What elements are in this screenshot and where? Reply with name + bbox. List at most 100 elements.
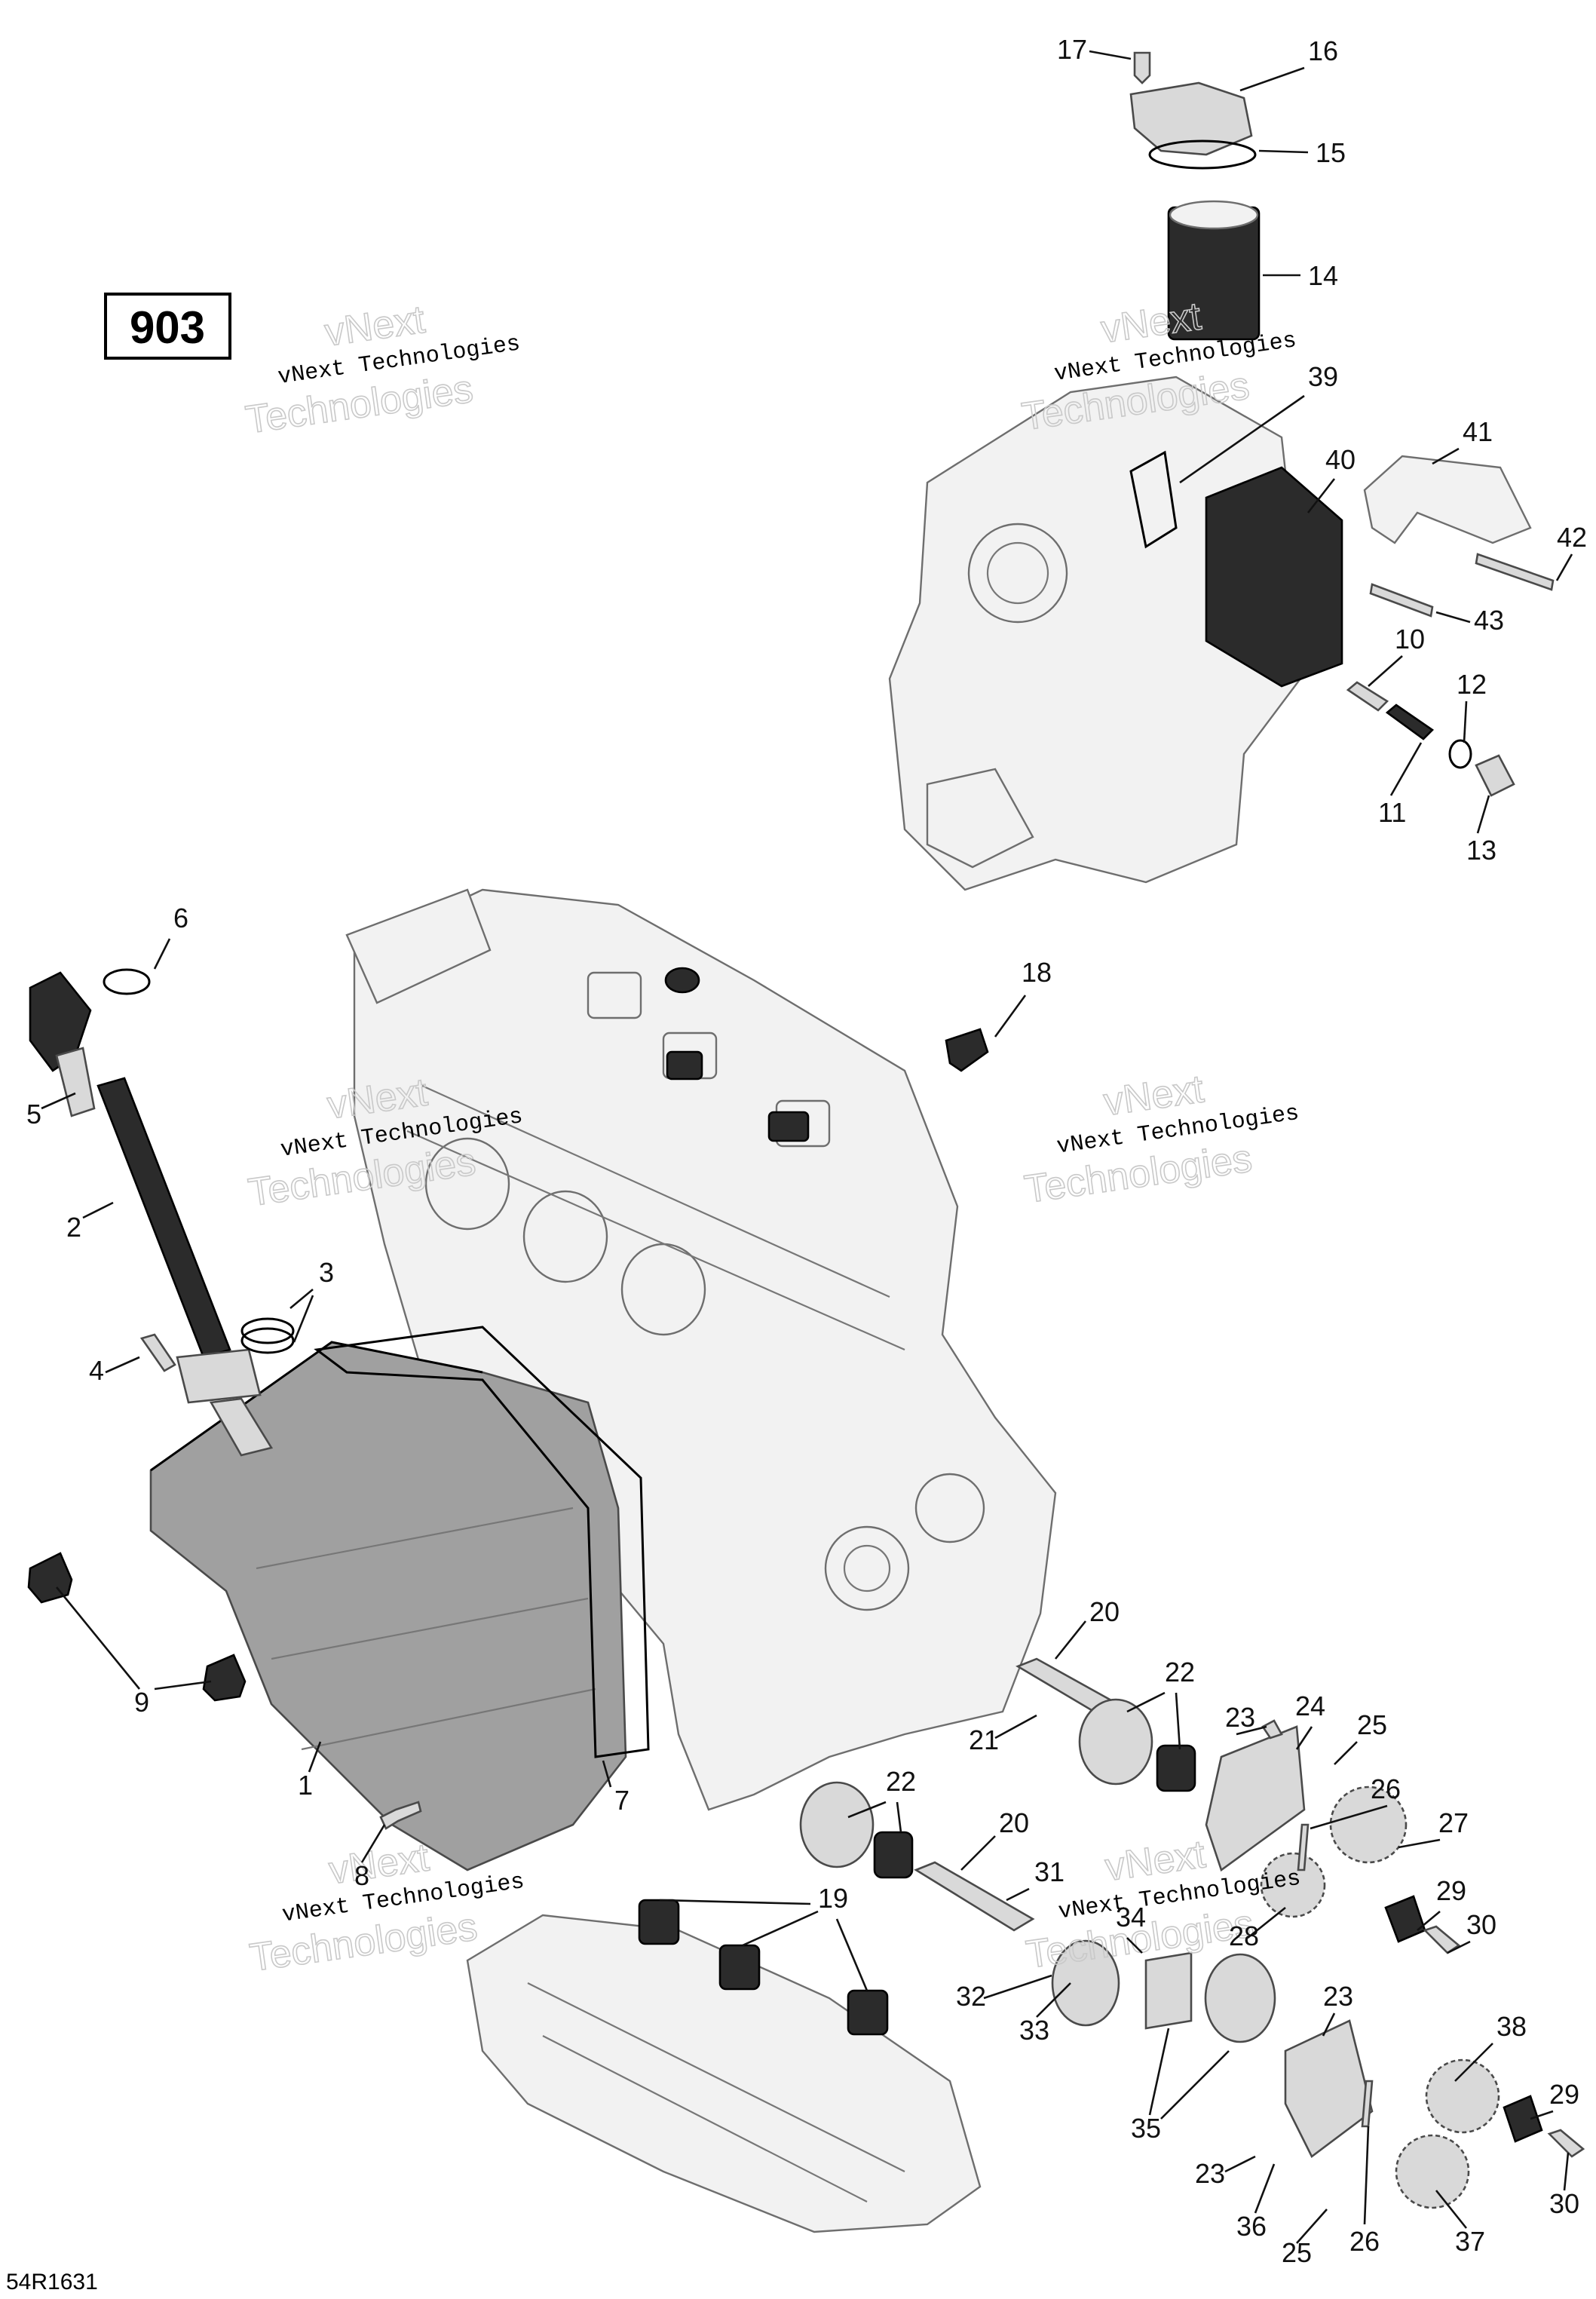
- leader-line: [994, 995, 1027, 1038]
- callout-number: 11: [1378, 797, 1406, 828]
- callout-27: 27: [1398, 1807, 1469, 1849]
- leader-line: [994, 1714, 1037, 1740]
- leader-line: [835, 1918, 868, 1991]
- leader-line: [41, 1092, 76, 1110]
- leader-line: [847, 1801, 887, 1819]
- leader-line: [153, 938, 171, 970]
- dipstick-assembly: [29, 971, 274, 1457]
- watermark-mid-right: vNext vNext Technologies Technologies: [1022, 1066, 1301, 1212]
- callout-14: 14: [1263, 260, 1338, 291]
- callout-number: 39: [1308, 361, 1338, 392]
- callout-36: 36: [1236, 2163, 1276, 2242]
- oil-filter-housing: [888, 376, 1313, 891]
- callout-20: 20: [960, 1807, 1029, 1871]
- watermark-top-left: vNext vNext Technologies Technologies: [243, 297, 522, 443]
- ring-12: [1448, 739, 1472, 769]
- leader-line: [55, 1586, 141, 1690]
- leader-line: [1322, 2012, 1336, 2037]
- leader-line: [1530, 2110, 1554, 2120]
- strainers: [638, 1899, 889, 2036]
- callout-number: 18: [1022, 957, 1052, 988]
- oil-pan: [149, 1341, 627, 1871]
- leader-line: [1254, 2163, 1276, 2214]
- callout-number: 9: [134, 1687, 149, 1718]
- callout-23: 23: [1195, 2155, 1256, 2189]
- callout-7: 7: [602, 1760, 630, 1816]
- watermark-top-right: vNext vNext Technologies Technologies: [1019, 294, 1298, 440]
- leader-line: [1447, 1940, 1471, 1954]
- callout-41: 41: [1432, 416, 1493, 465]
- leader-line: [1295, 1726, 1313, 1750]
- callout-number: 35: [1131, 2113, 1161, 2144]
- callout-number: 23: [1195, 2158, 1225, 2189]
- bolt-42: [1475, 553, 1555, 591]
- engine-block: [345, 888, 1057, 1811]
- callout-number: 4: [89, 1355, 104, 1386]
- callout-number: 23: [1225, 1702, 1255, 1733]
- spring-11: [1385, 703, 1435, 740]
- callout-3: 3: [289, 1257, 334, 1343]
- leader-line: [1160, 2050, 1230, 2120]
- leader-line: [1368, 655, 1403, 687]
- callout-25: 25: [1334, 1709, 1387, 1765]
- leader-line: [1435, 2190, 1468, 2229]
- leader-line: [1454, 2043, 1493, 2082]
- plug-13: [1475, 754, 1515, 797]
- callout-8: 8: [354, 1824, 386, 1891]
- leader-line: [289, 1289, 314, 1309]
- leader-line: [1476, 795, 1490, 834]
- callout-26: 26: [1310, 1773, 1401, 1830]
- leader-line: [896, 1801, 902, 1833]
- callout-number: 40: [1325, 444, 1356, 475]
- callout-37: 37: [1435, 2190, 1485, 2257]
- callout-39: 39: [1179, 361, 1338, 484]
- callout-number: 8: [354, 1860, 369, 1891]
- leader-line: [1006, 1887, 1030, 1902]
- drain-plug-lower: [202, 1654, 247, 1702]
- callout-number: 17: [1057, 34, 1087, 65]
- o-ring-3a: [240, 1317, 295, 1344]
- callout-38: 38: [1454, 2011, 1527, 2082]
- callout-29: 29: [1530, 2079, 1579, 2120]
- figure-number-box: 903: [104, 293, 231, 360]
- leader-line: [1126, 1691, 1166, 1713]
- screw-8: [379, 1801, 422, 1830]
- callout-28: 28: [1229, 1906, 1286, 1951]
- callout-10: 10: [1368, 624, 1425, 687]
- callout-number: 15: [1316, 137, 1346, 168]
- oil-cooler: [1205, 466, 1343, 688]
- callout-number: 33: [1019, 2015, 1049, 2046]
- callout-number: 5: [26, 1099, 41, 1130]
- callout-15: 15: [1258, 137, 1346, 168]
- callout-32: 32: [956, 1974, 1052, 2012]
- callout-21: 21: [969, 1714, 1037, 1755]
- callout-number: 19: [818, 1883, 848, 1914]
- callout-number: 41: [1463, 416, 1493, 447]
- callout-number: 43: [1474, 605, 1504, 636]
- callout-17: 17: [1057, 34, 1132, 65]
- callout-number: 20: [999, 1807, 1029, 1838]
- callout-number: 30: [1466, 1909, 1496, 1940]
- screw-17: [1133, 51, 1151, 84]
- callout-12: 12: [1457, 669, 1487, 743]
- leader-line: [1389, 742, 1423, 796]
- callout-number: 3: [319, 1257, 334, 1288]
- leader-line: [308, 1741, 322, 1773]
- screw-4: [139, 1333, 176, 1372]
- callout-number: 25: [1282, 2237, 1312, 2268]
- leader-line: [1398, 1838, 1441, 1849]
- leader-line: [1563, 2152, 1570, 2191]
- leader-line: [602, 1760, 612, 1788]
- leader-line: [960, 1835, 996, 1871]
- callout-number: 37: [1455, 2226, 1485, 2257]
- o-ring-3b: [240, 1327, 295, 1354]
- callout-18: 18: [994, 957, 1052, 1038]
- leader-line: [1236, 1725, 1267, 1736]
- leader-line: [360, 1824, 386, 1863]
- callout-number: 22: [1165, 1657, 1195, 1687]
- callout-number: 27: [1438, 1807, 1469, 1838]
- leader-line: [1307, 478, 1336, 513]
- callout-number: 1: [298, 1770, 313, 1801]
- callout-number: 29: [1436, 1875, 1466, 1906]
